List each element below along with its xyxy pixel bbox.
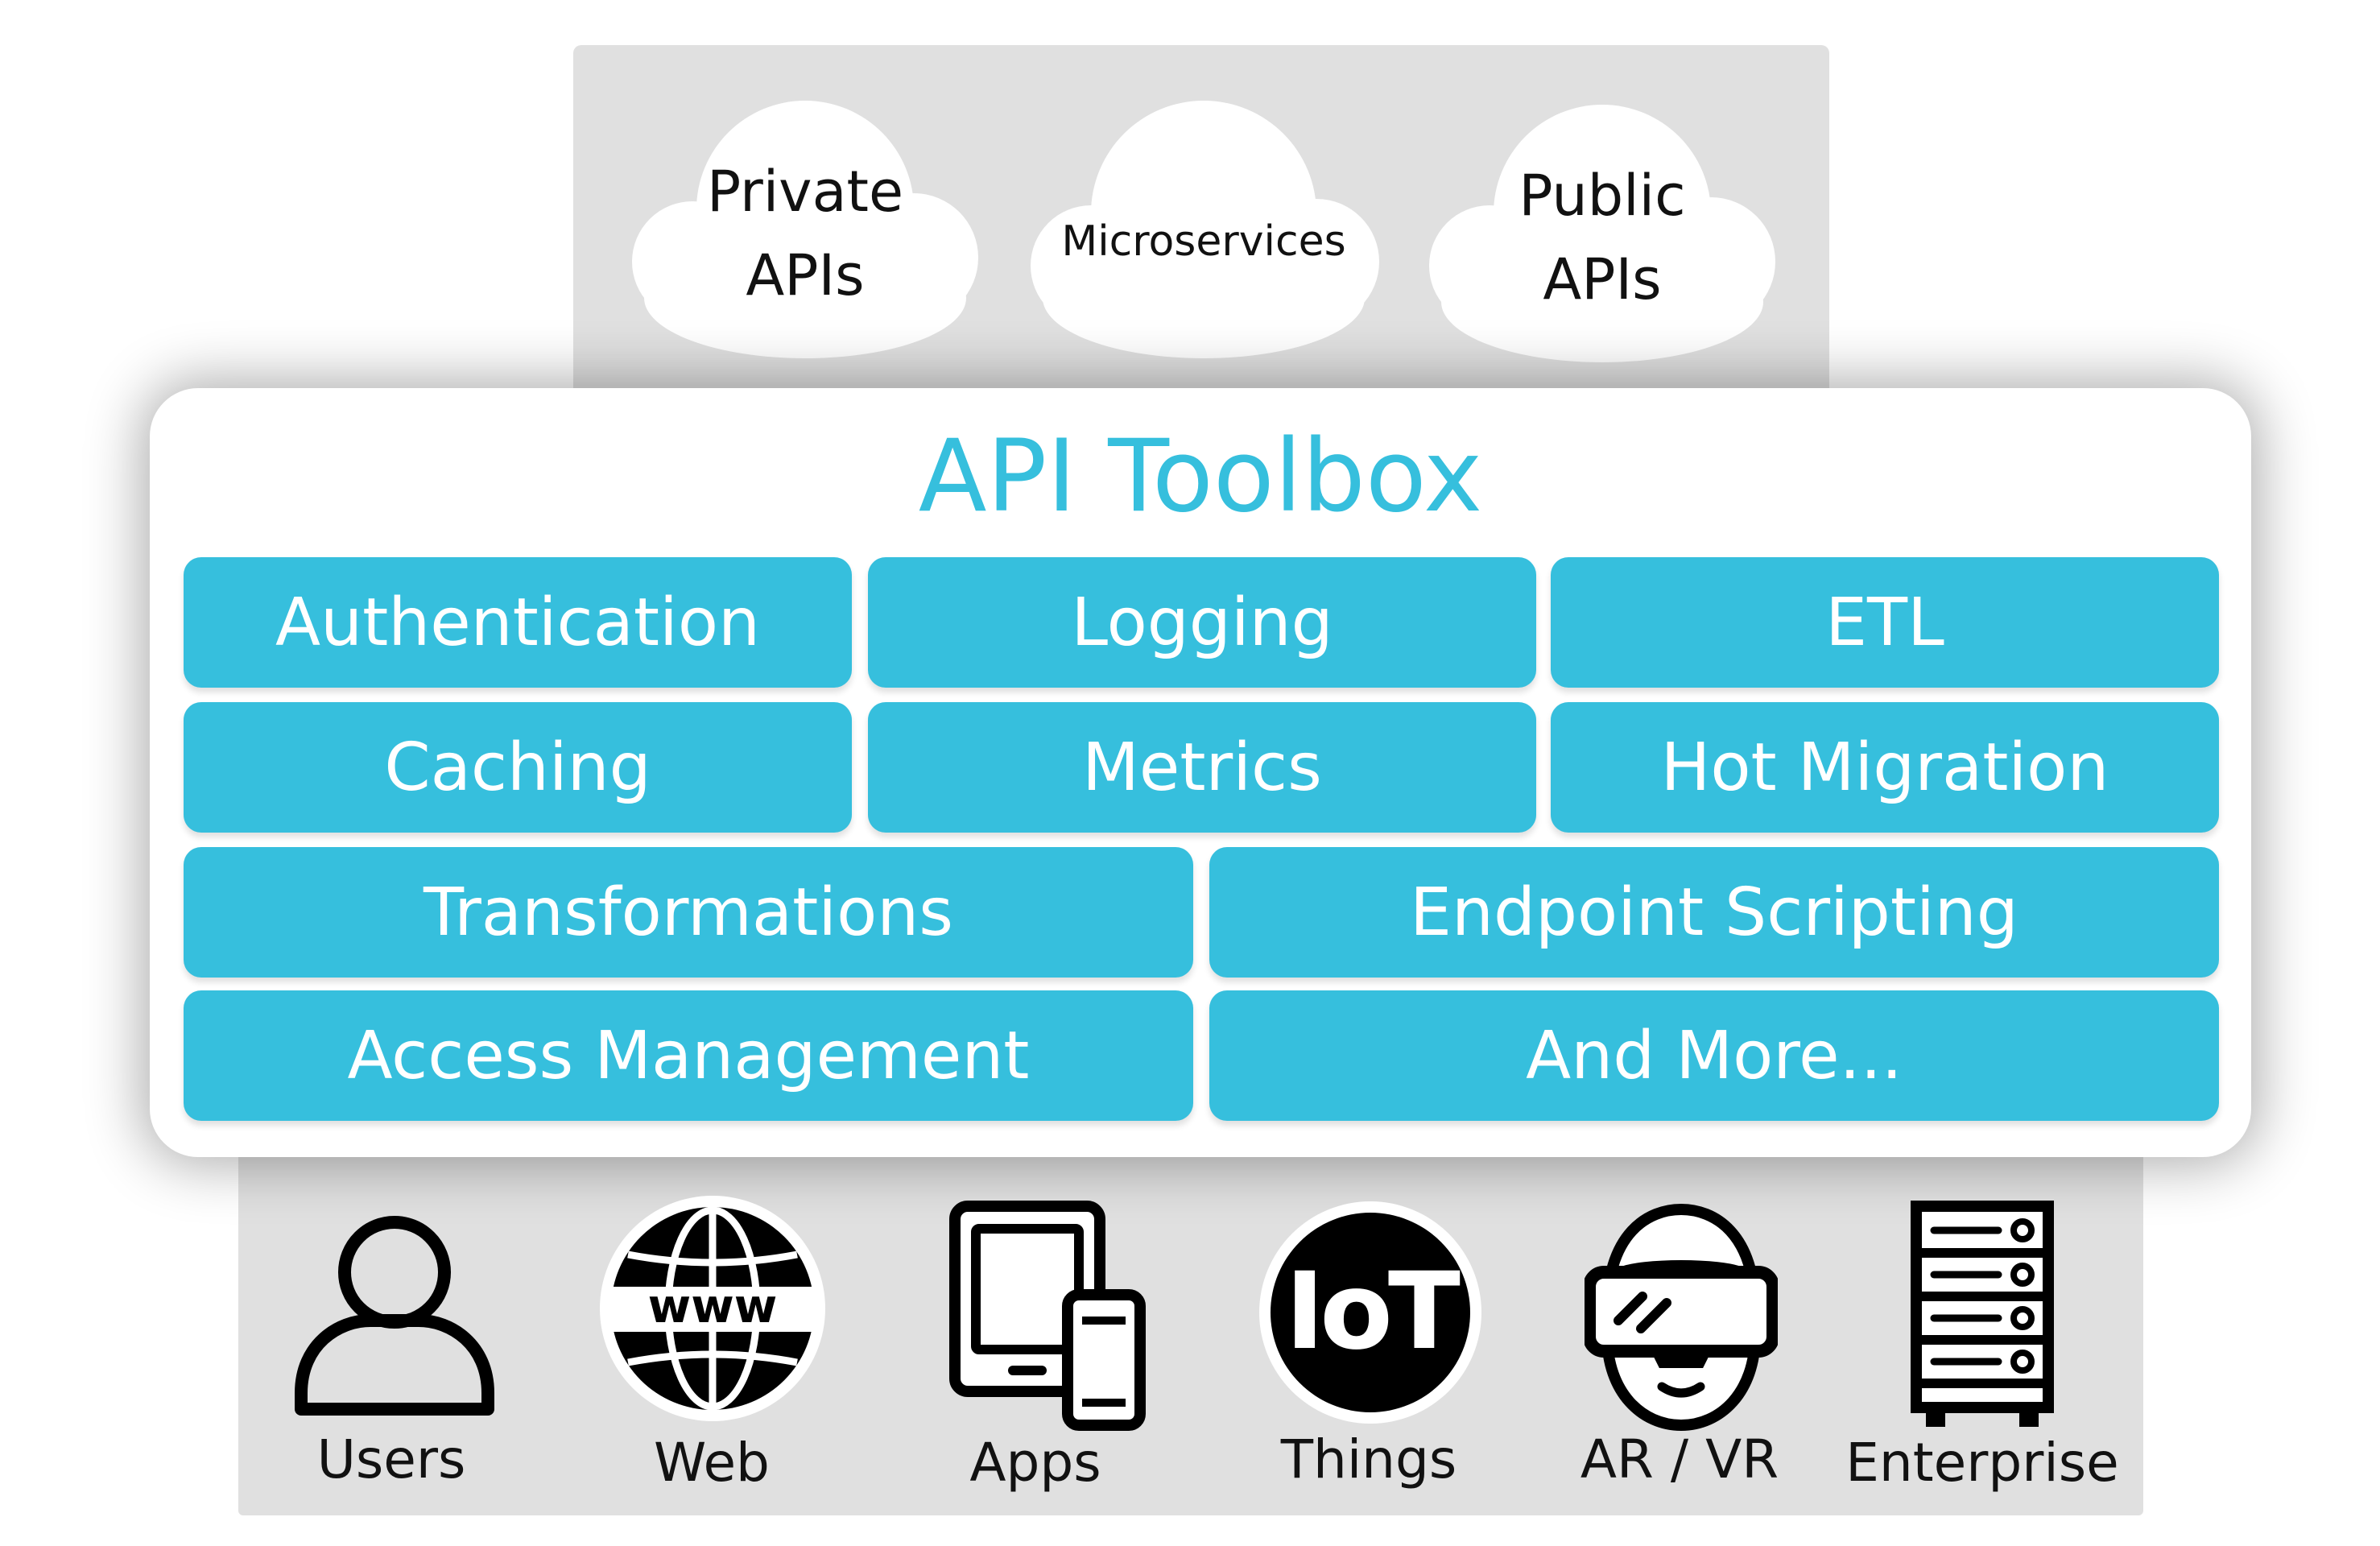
cloud-icon	[632, 101, 978, 358]
server-rack-icon	[1911, 1201, 2054, 1427]
cloud-private-apis: Private APIs	[624, 93, 986, 366]
cloud-microservices-label: Microservices	[1061, 217, 1346, 266]
vr-headset-icon	[1585, 1203, 1778, 1432]
tile-etl: ETL	[1551, 557, 2219, 688]
tile-hot-migration: Hot Migration	[1551, 702, 2219, 833]
apps-label: Apps	[969, 1432, 1101, 1494]
iot-text: IoT	[1285, 1250, 1461, 1374]
toolbox-title: API Toolbox	[918, 419, 1483, 535]
enterprise-label: Enterprise	[1845, 1432, 2119, 1494]
cloud-public-apis: Public APIs	[1421, 97, 1783, 370]
tile-endpoint-scripting: Endpoint Scripting	[1209, 847, 2219, 978]
tile-transformations: Transformations	[184, 847, 1193, 978]
users-label: Users	[316, 1428, 466, 1490]
tile-access-management: Access Management	[184, 990, 1193, 1121]
tile-caching: Caching	[184, 702, 852, 833]
cloud-microservices: Microservices	[1023, 93, 1385, 366]
tile-authentication: Authentication	[184, 557, 852, 688]
tile-and-more: And More...	[1209, 990, 2219, 1121]
globe-www-icon: www	[600, 1196, 825, 1421]
cloud-icon	[1031, 101, 1379, 358]
ar-vr-label: AR / VR	[1580, 1428, 1779, 1490]
iot-icon: IoT	[1259, 1201, 1481, 1424]
cloud-private-apis-label: Private APIs	[706, 159, 904, 308]
cloud-public-apis-label: Public APIs	[1518, 163, 1686, 312]
web-label: Web	[654, 1432, 770, 1494]
devices-icon	[949, 1201, 1146, 1431]
user-icon	[295, 1216, 494, 1416]
tile-metrics: Metrics	[868, 702, 1536, 833]
things-label: Things	[1280, 1428, 1457, 1490]
api-toolbox-panel: API Toolbox Authentication Logging ETL C…	[150, 388, 2251, 1157]
cloud-icon	[1429, 105, 1775, 362]
tile-logging: Logging	[868, 557, 1536, 688]
consumers-band	[238, 1111, 2143, 1515]
www-text: www	[648, 1279, 778, 1333]
